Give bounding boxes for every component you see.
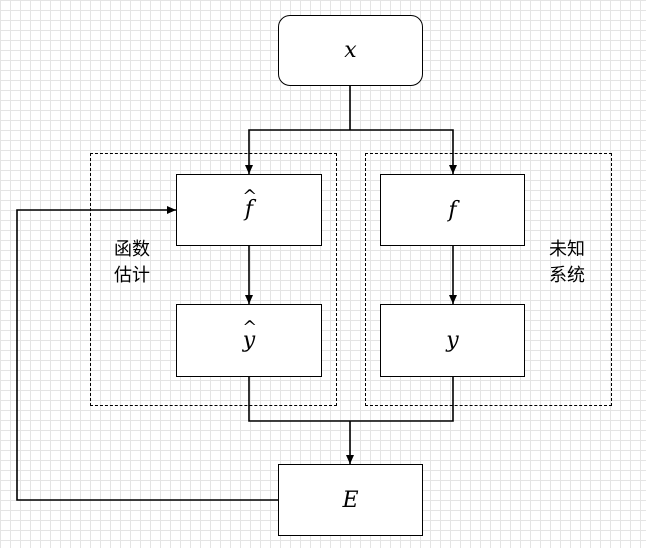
input-label: x (344, 38, 357, 63)
system-node: f (380, 174, 525, 246)
input-node: x (278, 15, 423, 86)
unknown-system-label-line2: 系统 (549, 265, 585, 286)
estimator-output-symbol: y (242, 327, 256, 353)
estimator-output-node: ^ y (176, 304, 322, 377)
error-label: E (342, 487, 359, 513)
estimator-output-label: ^ y (242, 319, 257, 353)
function-estimation-label-line1: 函数 (114, 239, 150, 260)
unknown-system-label-line1: 未知 (549, 239, 585, 260)
estimator-node: ^ f (176, 174, 322, 246)
estimator-symbol: f (244, 197, 254, 222)
unknown-system-label: 未知 系统 (545, 237, 589, 289)
unknown-system-group (365, 153, 612, 406)
function-estimation-group (90, 153, 337, 406)
system-output-node: y (380, 304, 525, 377)
estimator-hat: ^ (242, 187, 258, 208)
function-estimation-label: 函数 估计 (110, 237, 154, 289)
estimator-label: ^ f (242, 189, 257, 222)
estimator-output-hat: ^ (242, 317, 258, 338)
error-node: E (278, 464, 423, 536)
edge-split-to-estimator (245, 129, 350, 174)
function-estimation-label-line2: 估计 (114, 265, 150, 286)
edge-estimate-output-to-merge (248, 377, 350, 422)
edge-system-output-to-merge (350, 377, 454, 422)
edge-split-to-system (350, 129, 457, 174)
system-output-label: y (446, 328, 459, 353)
system-label: f (448, 197, 457, 223)
edge-error-feedback (16, 206, 278, 501)
